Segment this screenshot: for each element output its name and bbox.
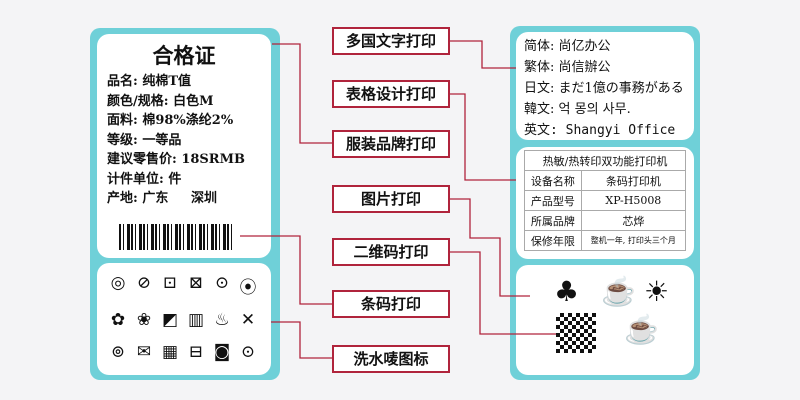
eco-icon: ✿ — [110, 310, 126, 330]
tag-title: 合格证 — [152, 43, 216, 68]
label-multilingual: 多国文字打印 — [332, 27, 450, 55]
lang-row: 日文: まだ1億の事務がある — [524, 81, 684, 96]
no-wring-icon: ✕ — [240, 310, 256, 330]
lang-row: 英文: Shangyi Office — [524, 123, 676, 138]
tag-row: 建议零售价: 18SRMB — [107, 152, 245, 167]
label-barcode: 条码打印 — [332, 290, 450, 318]
dry-clean-icon: ⊚ — [110, 342, 126, 362]
lang-row: 韓文: 억 몽의 사무. — [524, 102, 631, 117]
no-bleach-icon: ⊘ — [136, 273, 152, 293]
dry-clean-icon: ⦿ — [239, 278, 257, 298]
dry-icon: ⊙ — [214, 273, 230, 293]
tag-row: 计件单位: 件 — [107, 171, 182, 187]
sun-logo-image: ☀ — [644, 275, 670, 308]
qr-code-image — [556, 313, 596, 353]
tag-row: 等级: 一等品 — [107, 132, 182, 148]
tumble-icon: ⊙ — [240, 342, 256, 362]
label-table-design: 表格设计打印 — [332, 80, 450, 108]
drip-dry-icon: ▦ — [161, 342, 179, 362]
iron-icon: ♨ — [214, 310, 230, 330]
cell: 整机一年, 打印头三个月 — [580, 230, 687, 251]
wash-icons-card: ◎ ⊘ ⊡ ⊠ ⊙ ⦿ ✿ ❀ ◩ ▥ ♨ ✕ ⊚ ✉ ▦ ⊟ ◙ ⊙ — [97, 263, 271, 375]
multilingual-card: 简体: 尚亿办公 繁体: 尚信辦公 日文: まだ1億の事務がある 韓文: 억 몽… — [516, 32, 694, 140]
shade-dry-icon: ◩ — [161, 310, 179, 330]
lang-row: 简体: 尚亿办公 — [524, 39, 611, 54]
flat-dry-icon: ⊟ — [188, 342, 204, 362]
coffee-image: ☕ — [601, 275, 636, 308]
drip-dry-icon: ▥ — [187, 310, 205, 330]
garment-tag-card: 合格证 品名: 纯棉T值 颜色/规格: 白色M 面料: 棉98%涤纶2% 等级:… — [97, 34, 271, 258]
tag-row: 产地: 广东 深圳 — [107, 191, 217, 206]
tag-row: 面料: 棉98%涤纶2% — [107, 113, 234, 128]
coffee-logo-image: ☕ — [624, 313, 659, 346]
barcode-image — [119, 224, 234, 250]
dry-icon: ◙ — [213, 342, 231, 362]
tree-image: ♣ — [554, 275, 580, 308]
label-qr-code: 二维码打印 — [332, 238, 450, 266]
tag-row: 品名: 纯棉T值 — [107, 74, 191, 89]
image-card: ♣ ☕ ☀ ☕ — [516, 265, 694, 375]
tree-icon: ❀ — [136, 310, 152, 330]
cell: XP-H5008 — [580, 190, 687, 211]
label-garment-brand: 服装品牌打印 — [332, 130, 450, 158]
tumble-dry-icon: ⊡ — [162, 273, 178, 293]
label-image: 图片打印 — [332, 185, 450, 213]
label-wash-icons: 洗水唛图标 — [332, 345, 450, 373]
cell: 保修年限 — [524, 230, 582, 251]
no-tumble-icon: ⊠ — [188, 273, 204, 293]
lang-row: 繁体: 尚信辦公 — [524, 60, 611, 75]
line-dry-icon: ✉ — [136, 342, 152, 362]
tag-row: 颜色/规格: 白色M — [107, 93, 214, 109]
wash-icon: ◎ — [110, 273, 126, 293]
